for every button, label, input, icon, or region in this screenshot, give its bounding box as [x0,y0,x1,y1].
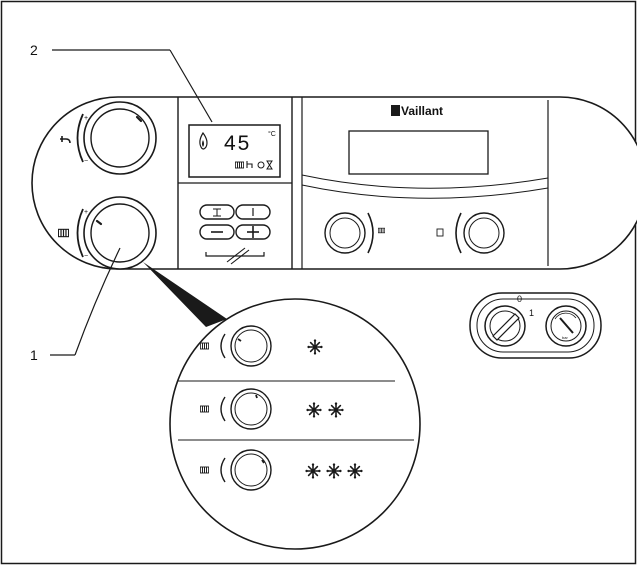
temperature-readout: 45 [224,132,251,155]
vaillant-hare-icon [391,105,400,116]
flame-icon [199,131,208,150]
heating-knob[interactable]: + − [58,196,157,270]
small-knob-right[interactable] [436,212,505,254]
switch-toggle[interactable] [492,313,520,341]
chimney-sweep-icon [226,247,250,265]
small-knob-left[interactable] [324,212,385,254]
plus-mark: + [84,209,88,216]
vaillant-logo: Vaillant [391,104,443,118]
callout-wedge [143,262,227,327]
button-plus[interactable] [235,224,271,240]
plus-mark: + [84,115,88,122]
callout-1-leader [74,247,121,356]
panel-trim-line-2 [301,184,549,199]
switch-off-label: 0 [517,294,522,304]
callout-2-leader [169,49,213,123]
tap-icon-small [436,228,444,237]
hourglass-icon [266,160,273,170]
logo-text: Vaillant [401,104,443,118]
callout-label-1: 1 [30,347,38,363]
button-minus[interactable] [199,224,235,240]
tap-icon-large [60,136,71,144]
heating-zoom-inset [169,298,421,550]
panel-trim-line [301,174,549,189]
callout-label-2: 2 [30,42,38,58]
main-switch[interactable]: 0 1 [484,294,534,347]
minus-mark: − [84,253,88,260]
button-mode[interactable] [199,204,235,220]
gauge-needle [559,317,574,334]
lcd-display: 45 °C [188,124,281,178]
info-display-window [348,130,489,175]
clock-icon [257,161,265,169]
hot-water-knob[interactable]: + − [60,101,157,175]
tap-icon [246,161,253,168]
switch-on-label: 1 [529,308,534,318]
knob-indicator [95,219,103,226]
heating-setting-3 [200,449,363,491]
minus-mark: − [84,158,88,165]
button-info[interactable] [235,204,271,220]
chimney-sweep-bracket [205,247,265,265]
heating-setting-1 [200,325,323,367]
knob-indicator [135,115,143,123]
heating-setting-2 [200,388,344,430]
pressure-gauge: bar [545,305,587,347]
gauge-unit: bar [562,335,568,340]
temperature-unit: °C [268,130,276,138]
